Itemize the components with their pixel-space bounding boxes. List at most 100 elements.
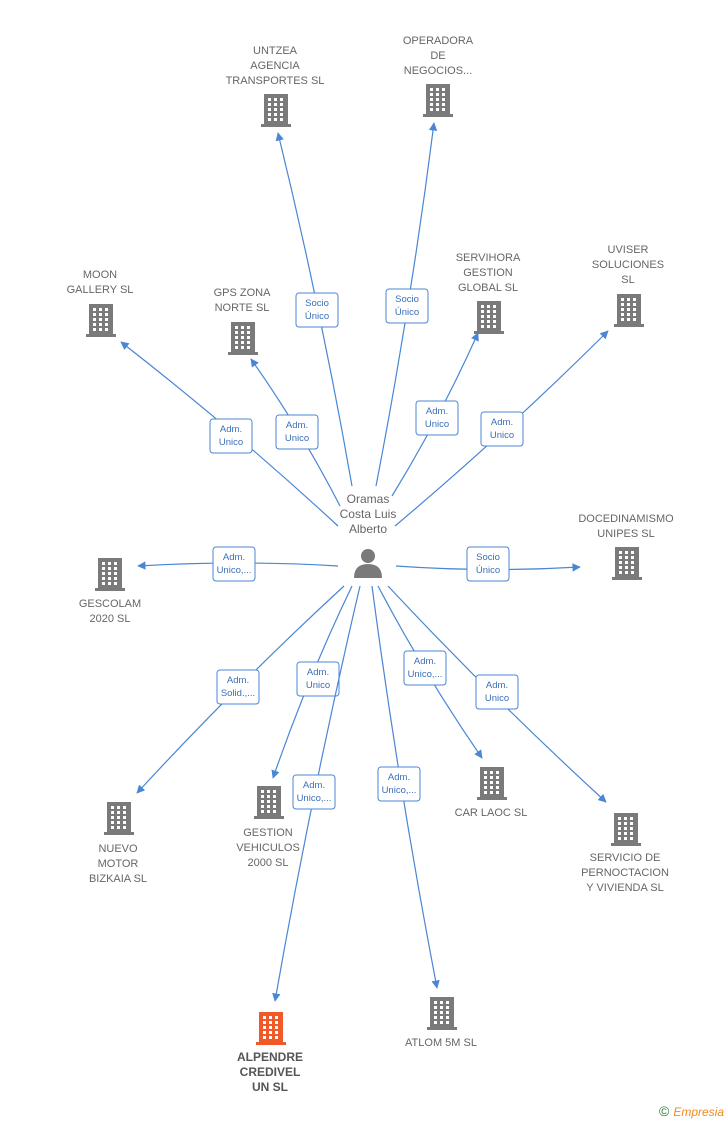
building-window [93, 318, 96, 321]
role-badge-box [415, 400, 459, 436]
role-badge-box [377, 766, 421, 802]
company-node-carlaoc[interactable]: CAR LAOC SL [455, 767, 528, 819]
building-icon [254, 786, 284, 819]
role-badge-box [212, 546, 256, 582]
building-window [430, 98, 433, 101]
role-badge-servicio[interactable]: Adm. Unico [475, 674, 519, 710]
building-window [442, 93, 445, 96]
company-label: GALLERY SL [67, 284, 134, 296]
building-window [487, 315, 490, 318]
role-text: Unico [490, 430, 514, 441]
building-window [621, 303, 624, 306]
building-window [108, 562, 111, 565]
company-node-atlom[interactable]: ATLOM 5M SL [405, 997, 477, 1049]
building-window [440, 1006, 443, 1009]
building-window [434, 1016, 437, 1019]
building-window [263, 1026, 266, 1029]
role-badge-moon[interactable]: Adm.Unico [209, 418, 253, 454]
building-window [490, 786, 493, 789]
role-badge-carlaoc[interactable]: Adm.Unico,... [403, 650, 447, 686]
role-text: Unico [485, 693, 509, 704]
building-base [228, 352, 258, 355]
company-label: GESTION [463, 267, 513, 279]
building-window [493, 325, 496, 328]
building-window [99, 328, 102, 331]
building-window [108, 567, 111, 570]
building-window [630, 822, 633, 825]
role-badge-gps[interactable]: Adm.Unico [275, 414, 319, 450]
building-icon [228, 322, 258, 355]
company-label: SOLUCIONES [592, 259, 664, 271]
role-text: Adm. [227, 675, 249, 686]
building-window [275, 1016, 278, 1019]
building-window [436, 103, 439, 106]
building-window [273, 810, 276, 813]
role-badge-alpendre[interactable]: Adm.Unico,... [292, 774, 336, 810]
role-badge-nuevo[interactable]: Adm. Solid.,... [216, 669, 260, 705]
building-window [434, 1006, 437, 1009]
building-window [496, 786, 499, 789]
building-window [269, 1031, 272, 1034]
role-text: Adm. [486, 680, 508, 691]
company-label: TRANSPORTES SL [226, 75, 325, 87]
building-window [275, 1036, 278, 1039]
role-text: Adm. [303, 780, 325, 791]
building-window [93, 313, 96, 316]
company-node-operadora[interactable]: OPERADORADENEGOCIOS... [403, 35, 474, 117]
role-badge-gestion[interactable]: Adm.Unico [296, 661, 340, 697]
company-label: SERVIHORA [456, 252, 521, 264]
company-label: Y VIVIENDA SL [586, 882, 663, 894]
building-window [430, 88, 433, 91]
building-window [434, 1001, 437, 1004]
building-window [621, 308, 624, 311]
person-name: Costa Luis [340, 507, 397, 521]
building-window [268, 113, 271, 116]
building-window [247, 346, 250, 349]
role-badge-atlom[interactable]: Adm.Unico,... [377, 766, 421, 802]
building-window [627, 318, 630, 321]
role-badge-servihora[interactable]: Adm.Unico [415, 400, 459, 436]
building-window [247, 336, 250, 339]
role-badge-uviser[interactable]: Adm.Unico [480, 411, 524, 447]
building-window [630, 827, 633, 830]
building-window [618, 817, 621, 820]
building-window [436, 93, 439, 96]
building-icon [86, 304, 116, 337]
role-badge-box [275, 414, 319, 450]
role-badge-gescolam[interactable]: Adm.Unico,... [212, 546, 256, 582]
building-window [123, 811, 126, 814]
building-window [123, 826, 126, 829]
brand-logo: Empresia [673, 1105, 724, 1119]
role-text: Solid.,... [221, 688, 255, 699]
building-window [619, 551, 622, 554]
building-window [446, 1021, 449, 1024]
building-icon [256, 1012, 286, 1045]
role-badge-box [403, 650, 447, 686]
role-text: Socio [305, 298, 329, 309]
building-window [496, 781, 499, 784]
building-window [114, 582, 117, 585]
building-window [618, 827, 621, 830]
building-window [446, 1006, 449, 1009]
role-text: Unico,... [382, 785, 417, 796]
role-text: Adm. [414, 656, 436, 667]
building-window [280, 118, 283, 121]
role-badge-box [475, 674, 519, 710]
building-window [105, 318, 108, 321]
building-window [105, 328, 108, 331]
